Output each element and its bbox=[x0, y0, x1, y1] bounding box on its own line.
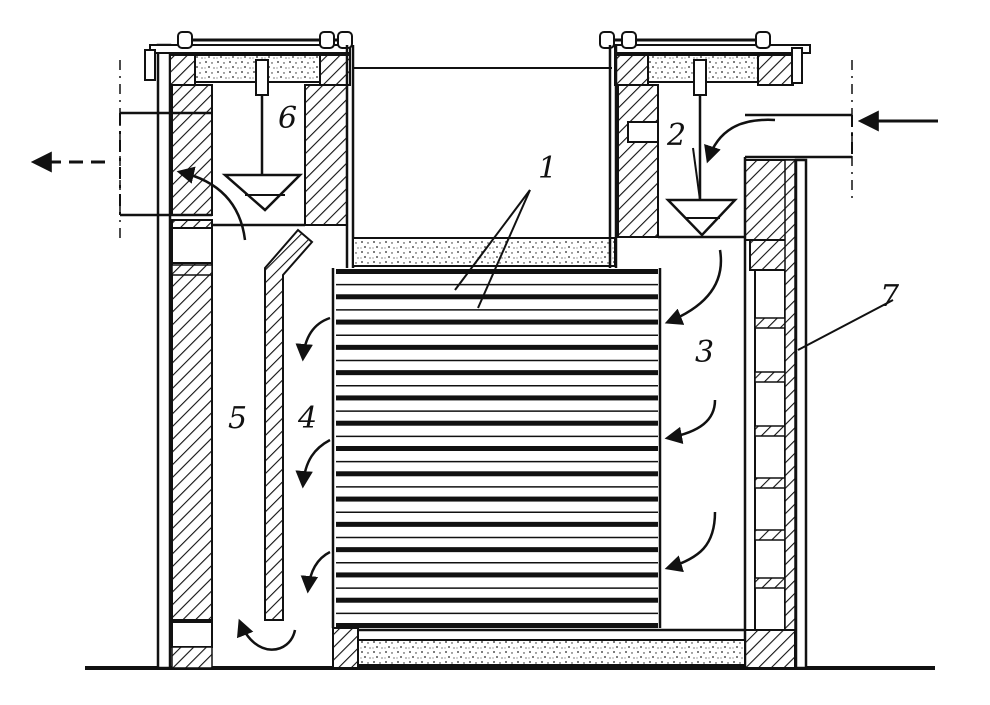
coil-stack bbox=[331, 268, 662, 628]
flow-arrow-left-2 bbox=[295, 438, 331, 489]
right-inner-column bbox=[608, 45, 745, 268]
right-outer-wall bbox=[743, 157, 808, 670]
coil-plate bbox=[336, 471, 658, 477]
baffle-wall bbox=[264, 228, 314, 621]
right-inlet-duct bbox=[745, 60, 938, 200]
label-7: 7 bbox=[880, 279, 900, 314]
flow-arrow-left-1 bbox=[295, 316, 331, 362]
coil-plate bbox=[336, 446, 658, 451]
coil-plate bbox=[336, 572, 658, 578]
left-top-flange bbox=[144, 31, 353, 86]
coil-plate bbox=[336, 344, 658, 350]
flow-arrow-right-2 bbox=[664, 399, 717, 445]
label-5: 5 bbox=[228, 401, 247, 436]
left-exhaust-duct bbox=[30, 60, 212, 240]
label-3: 3 bbox=[695, 335, 714, 370]
label-4: 4 bbox=[297, 401, 317, 436]
flow-arrow-left-3 bbox=[300, 550, 331, 594]
flow-arrow-right-3 bbox=[664, 511, 717, 573]
label-1: 1 bbox=[538, 151, 557, 186]
flow-arrow-left-top bbox=[176, 166, 247, 241]
right-damper-valve bbox=[665, 59, 738, 237]
flow-arrow-right-1 bbox=[664, 249, 723, 325]
left-inner-column bbox=[212, 45, 355, 268]
coil-plate bbox=[336, 597, 658, 603]
left-damper-valve bbox=[221, 59, 304, 212]
label-2: 2 bbox=[666, 118, 686, 153]
leader-lines bbox=[454, 147, 894, 351]
coil-plate bbox=[336, 370, 658, 376]
coil-plate bbox=[336, 269, 658, 274]
flow-arrow-bottom bbox=[237, 618, 297, 651]
coil-plate bbox=[336, 294, 658, 300]
coil-plate bbox=[336, 547, 658, 553]
coil-plate bbox=[336, 521, 658, 527]
left-outer-wall bbox=[156, 43, 213, 670]
coil-plate bbox=[336, 319, 658, 325]
coil-plate bbox=[336, 420, 658, 426]
coil-plate bbox=[336, 395, 658, 401]
label-6: 6 bbox=[278, 101, 297, 136]
bottom-base bbox=[332, 627, 746, 669]
top-opening bbox=[352, 67, 616, 267]
flow-arrow-right-top bbox=[704, 118, 776, 164]
coil-plate bbox=[336, 623, 658, 628]
flow-arrows bbox=[176, 118, 776, 651]
coil-plate bbox=[336, 496, 658, 502]
